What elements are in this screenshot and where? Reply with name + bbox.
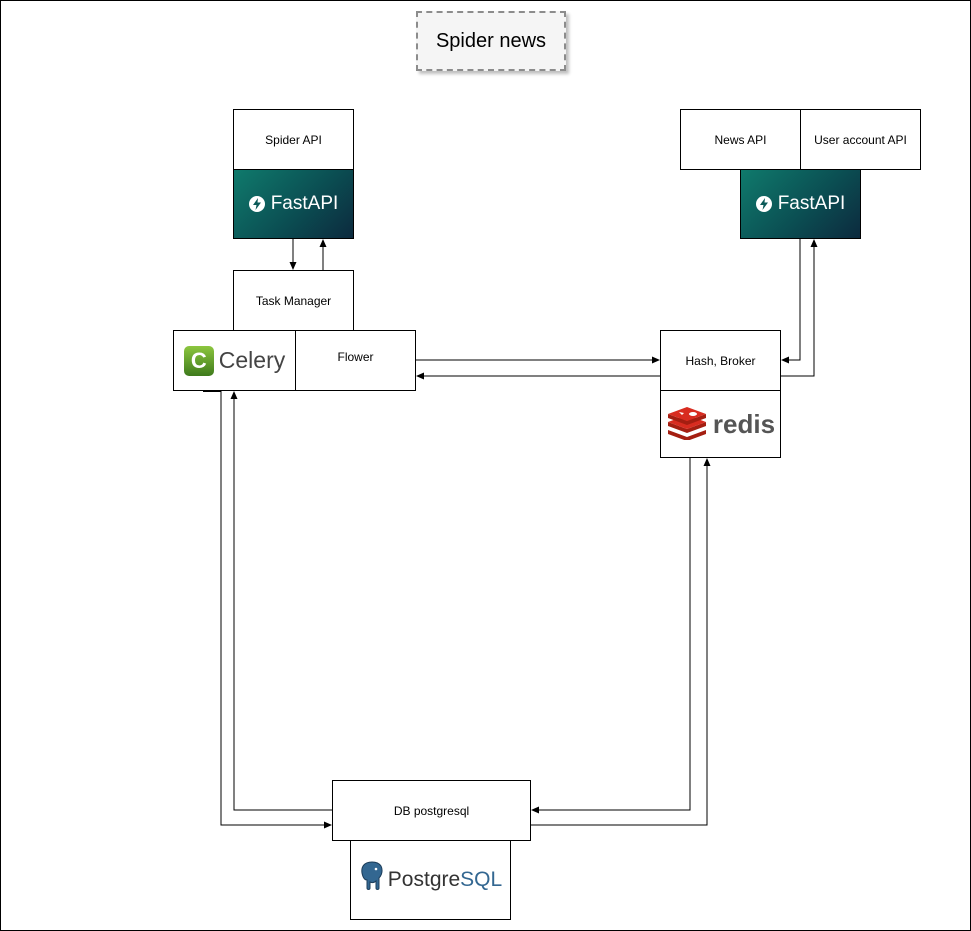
bolt-icon xyxy=(248,196,265,212)
celery-box: C Celery xyxy=(173,330,296,391)
diagram-title: Spider news xyxy=(416,11,566,71)
spider-fastapi-logo: FastAPI xyxy=(233,169,354,239)
redis-logo-text: redis xyxy=(712,408,776,439)
fastapi-to-broker-arrow xyxy=(781,239,801,364)
postgresql-logo-text: PostgreSQL xyxy=(388,868,502,892)
task-manager-box: Task Manager xyxy=(233,270,354,331)
news-api-box: News API xyxy=(680,109,801,170)
db-to-redis-arrow xyxy=(531,458,711,826)
redis-box: redis xyxy=(660,390,781,458)
hash-broker-box: Hash, Broker xyxy=(660,330,781,391)
redis-cube-icon xyxy=(666,404,708,445)
user-account-api-box: User account API xyxy=(800,109,921,170)
flower-label: Flower xyxy=(337,349,374,364)
celery-logo-icon: C xyxy=(183,345,214,376)
postgresql-logo-suffix: SQL xyxy=(460,868,503,891)
flower-box: Flower xyxy=(295,330,416,391)
news-api-label: News API xyxy=(714,132,767,147)
postgresql-elephant-icon xyxy=(359,860,385,896)
redis-to-db-arrow xyxy=(531,458,691,814)
public-fastapi-text: FastAPI xyxy=(777,193,846,214)
celery-to-db-arrow xyxy=(220,391,332,829)
postgresql-box: PostgreSQL xyxy=(350,840,511,920)
spider-fastapi-text: FastAPI xyxy=(270,193,339,214)
spider-api-label: Spider API xyxy=(265,132,322,147)
hash-broker-label: Hash, Broker xyxy=(685,353,756,368)
db-postgresql-label: DB postgresql xyxy=(393,803,470,818)
postgresql-logo-prefix: Postgre xyxy=(387,868,461,891)
bolt-icon xyxy=(755,196,772,212)
celery-logo-text: Celery xyxy=(218,347,286,373)
db-to-celery-arrow xyxy=(230,391,332,811)
user-account-api-label: User account API xyxy=(814,132,907,147)
public-fastapi-logo: FastAPI xyxy=(740,169,861,239)
broker-to-fastapi-arrow xyxy=(781,239,818,377)
task-manager-label: Task Manager xyxy=(255,293,332,308)
